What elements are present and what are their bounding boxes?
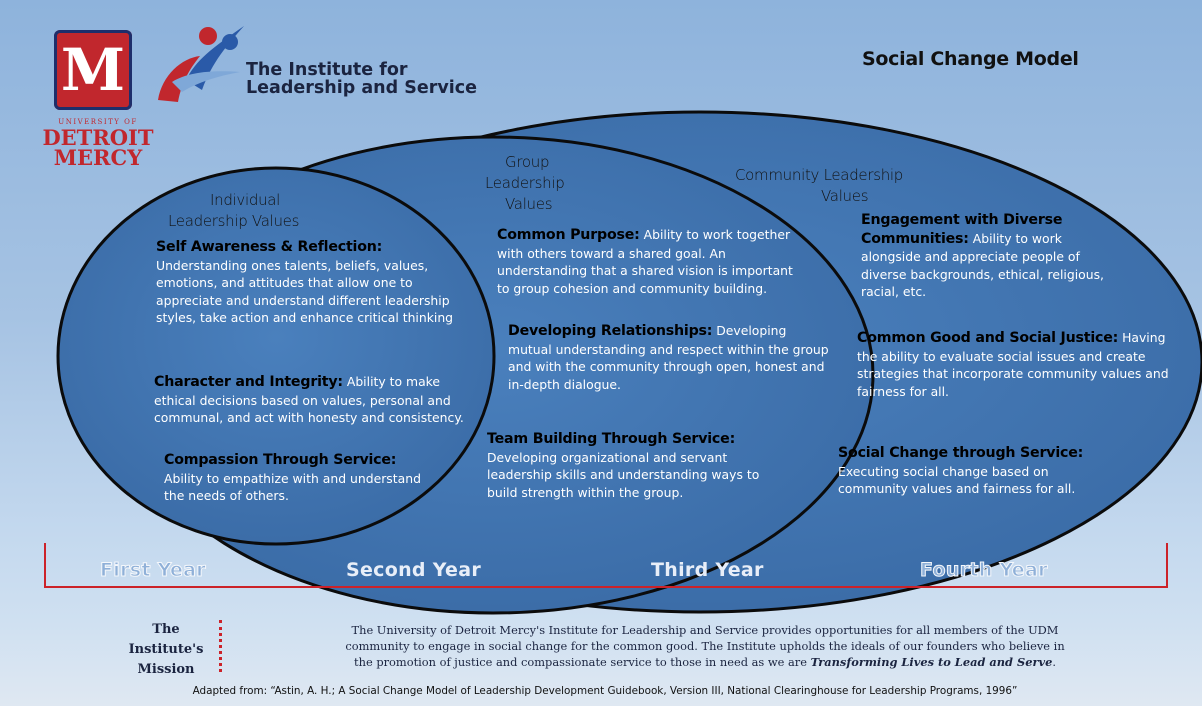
group-title-line1: Group xyxy=(505,153,550,171)
mission-line3-text: the promotion of justice and compassiona… xyxy=(354,655,807,669)
value-common-good: Common Good and Social Justice: Having t… xyxy=(857,329,1187,400)
mission-line1: The University of Detroit Mercy's Instit… xyxy=(351,623,1059,637)
group-ring-title: Group Leadership Values xyxy=(483,152,623,215)
mission-line3-end: . xyxy=(1052,655,1056,669)
mission-label-line2: Institute's xyxy=(128,642,204,657)
value-heading: Social Change through Service: xyxy=(838,445,1084,461)
value-heading: Common Good and Social Justice: xyxy=(857,330,1119,346)
udm-shield-icon: M xyxy=(54,30,132,110)
value-text: Ability to make ethical decisions based … xyxy=(154,374,464,425)
value-text: Ability to empathize with and understand… xyxy=(164,470,421,504)
udm-name: DETROIT MERCY xyxy=(42,125,154,170)
mission-divider xyxy=(219,620,222,672)
year-timeline-bracket xyxy=(44,543,1168,588)
mission-label: The Institute's Mission xyxy=(118,620,214,680)
mission-label-line3: Mission xyxy=(137,662,195,677)
value-heading: Team Building Through Service: xyxy=(487,431,736,447)
year-label-third: Third Year xyxy=(651,559,764,581)
value-heading: Character and Integrity: xyxy=(154,374,343,390)
value-text: Executing social change based on communi… xyxy=(838,463,1076,497)
group-title-line2: Leadership xyxy=(485,174,565,192)
mission-label-line1: The xyxy=(152,622,180,637)
value-text: Developing mutual understanding and resp… xyxy=(508,323,829,392)
value-heading: Compassion Through Service: xyxy=(164,452,397,468)
value-compassion: Compassion Through Service: Ability to e… xyxy=(164,451,426,505)
institute-title: The Institute for Leadership and Service xyxy=(246,61,477,97)
individual-title-line1: Individual xyxy=(210,191,281,209)
community-ring-title: Community Leadership Values xyxy=(735,165,1005,207)
value-text: Having the ability to evaluate social is… xyxy=(857,330,1169,399)
community-title-line2: Values xyxy=(821,187,869,205)
citation: Adapted from: “Astin, A. H.; A Social Ch… xyxy=(192,685,1018,697)
mission-tagline: Transforming Lives to Lead and Serve xyxy=(810,655,1053,669)
individual-ellipse xyxy=(56,166,496,546)
year-label-first: First Year xyxy=(100,559,207,582)
individual-title-line2: Leadership Values xyxy=(168,212,300,230)
individual-ring-title: Individual Leadership Values xyxy=(168,190,360,232)
value-engagement-diverse: Engagement with Diverse Communities: Abi… xyxy=(861,211,1123,301)
value-team-building: Team Building Through Service: Developin… xyxy=(487,430,787,501)
institute-figure-icon xyxy=(158,26,244,102)
institute-title-line2: Leadership and Service xyxy=(246,78,477,98)
mission-statement: The University of Detroit Mercy's Instit… xyxy=(226,622,1184,670)
udm-logo: M UNIVERSITY OF DETROIT MERCY xyxy=(34,28,162,168)
value-text: Developing organizational and servant le… xyxy=(487,449,760,500)
value-text: Ability to work together with others tow… xyxy=(497,227,793,296)
community-title-line1: Community Leadership xyxy=(735,166,904,184)
value-self-awareness: Self Awareness & Reflection: Understandi… xyxy=(156,238,456,327)
year-label-second: Second Year xyxy=(346,559,482,581)
mission-line3: the promotion of justice and compassiona… xyxy=(226,654,1184,670)
group-title-line3: Values xyxy=(505,195,553,213)
value-text: Understanding ones talents, beliefs, val… xyxy=(156,257,454,326)
mission-line2: community to engage in social change for… xyxy=(345,639,1065,653)
page-title: Social Change Model xyxy=(862,48,1079,70)
value-developing-relationships: Developing Relationships: Developing mut… xyxy=(508,322,833,393)
value-heading: Engagement with Diverse Communities: xyxy=(861,212,1063,247)
year-label-fourth: Fourth Year xyxy=(920,559,1048,582)
value-social-change: Social Change through Service: Executing… xyxy=(838,444,1098,498)
value-common-purpose: Common Purpose: Ability to work together… xyxy=(497,226,797,297)
value-heading: Common Purpose: xyxy=(497,227,640,243)
value-character-integrity: Character and Integrity: Ability to make… xyxy=(154,373,484,427)
value-heading: Self Awareness & Reflection: xyxy=(156,239,383,255)
udm-university-of: UNIVERSITY OF xyxy=(58,118,138,126)
value-heading: Developing Relationships: xyxy=(508,323,713,339)
value-text: Ability to work alongside and appreciate… xyxy=(861,230,1104,300)
institute-title-line1: The Institute for xyxy=(246,60,408,80)
